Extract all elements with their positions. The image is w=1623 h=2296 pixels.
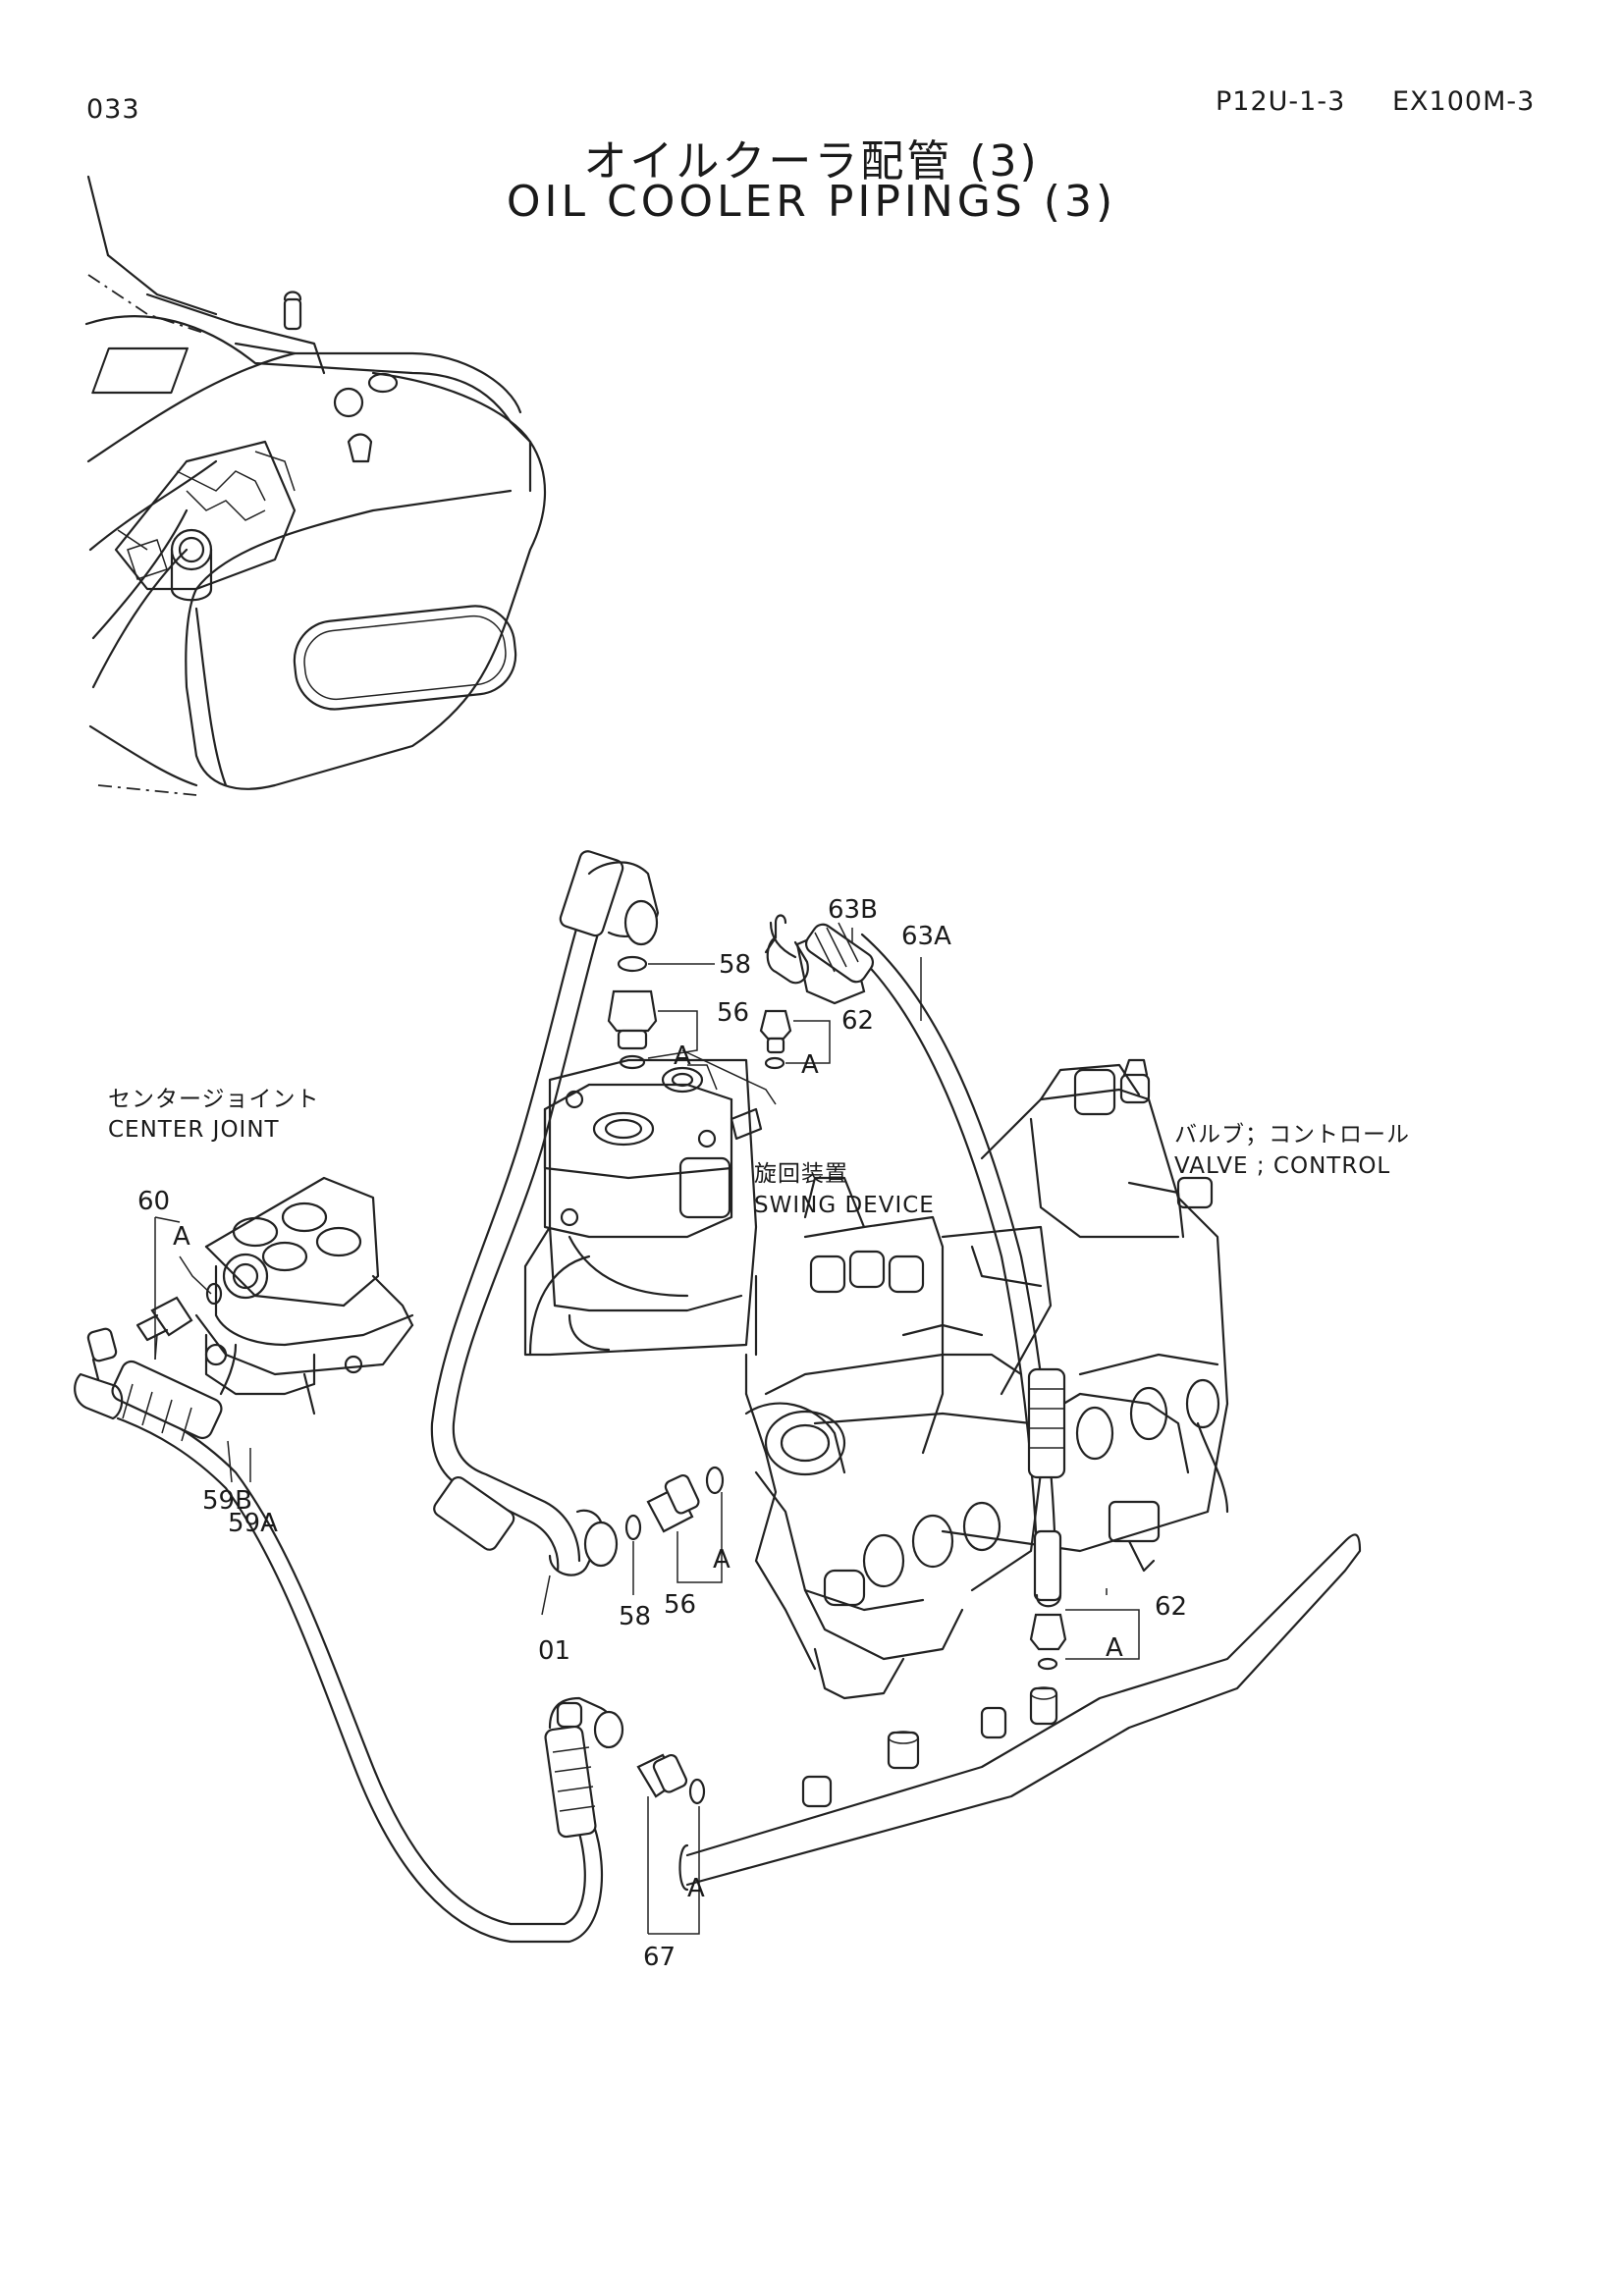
part-label-a-center: A (173, 1222, 190, 1252)
swing-device (523, 1058, 763, 1357)
reference-code: P12U-1-3 (1216, 86, 1346, 117)
swing-device-label-jp: 旋回装置 (754, 1161, 848, 1187)
part-label-63a: 63A (901, 922, 951, 951)
hose-63 (764, 914, 1066, 1608)
part-label-56-bottom: 56 (664, 1590, 696, 1620)
control-valve-label-en: VALVE ; CONTROL (1174, 1153, 1390, 1179)
excavator-upper-structure (84, 175, 546, 796)
part-label-01: 01 (538, 1636, 570, 1666)
part-label-62-top: 62 (841, 1006, 874, 1036)
part-label-a-top2: A (801, 1050, 819, 1080)
part-label-a-top: A (674, 1041, 691, 1071)
page-number: 033 (86, 94, 140, 125)
o-ring-58-bottom (624, 1514, 642, 1541)
part-label-a-mid: A (713, 1545, 730, 1575)
fitting-56-top (607, 989, 658, 1033)
hose-59-ferrule-right (544, 1725, 597, 1839)
title-japanese: オイルクーラ配管 (3) (583, 136, 1040, 187)
part-label-59b: 59B (202, 1486, 252, 1516)
control-valve-label-jp: バルブ；コントロール (1174, 1122, 1410, 1148)
fittings (135, 955, 1067, 1805)
center-joint-label-jp: センタージョイント (108, 1087, 320, 1112)
part-label-67: 67 (643, 1943, 676, 1972)
hose-01 (430, 850, 660, 1576)
title-english: OIL COOLER PIPINGS (3) (506, 177, 1117, 227)
hose-59-ferrule-left (111, 1360, 223, 1442)
hose-59 (74, 1327, 624, 1944)
part-label-58-bottom: 58 (619, 1602, 651, 1631)
part-label-59a: 59A (228, 1509, 278, 1538)
part-label-56-top: 56 (717, 998, 749, 1028)
fitting-60 (150, 1296, 193, 1337)
fitting-62-bottom (1029, 1613, 1067, 1651)
part-label-60: 60 (137, 1187, 170, 1216)
model-number: EX100M-3 (1392, 86, 1536, 117)
part-label-a-right: A (1106, 1633, 1123, 1663)
part-label-a-bottom: A (687, 1874, 705, 1903)
center-joint (194, 1176, 414, 1415)
fitting-62-top (759, 1009, 792, 1041)
swing-device-label-en: SWING DEVICE (754, 1193, 935, 1218)
hose-63-ferrule-bottom (1027, 1367, 1066, 1479)
o-ring-58-top (617, 955, 648, 973)
leader-lines (154, 928, 1140, 1935)
oil-cooler-pipe (678, 1533, 1362, 1892)
part-label-58-top: 58 (719, 950, 751, 980)
part-label-63b: 63B (828, 895, 878, 925)
part-label-62-bottom: 62 (1155, 1592, 1187, 1622)
center-joint-label-en: CENTER JOINT (108, 1117, 280, 1143)
hose-63-ferrule-top (804, 922, 875, 984)
